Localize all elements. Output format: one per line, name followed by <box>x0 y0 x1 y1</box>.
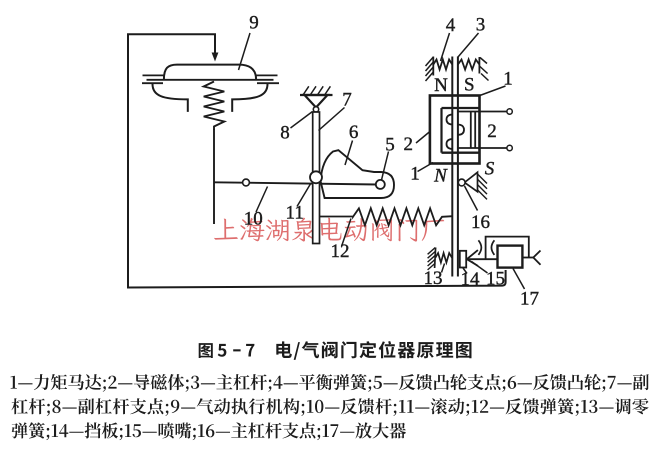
svg-text:16: 16 <box>471 212 490 233</box>
svg-text:S: S <box>485 159 495 180</box>
svg-text:2: 2 <box>487 121 497 142</box>
svg-text:1: 1 <box>410 164 420 185</box>
svg-text:15: 15 <box>486 269 505 290</box>
svg-text:17: 17 <box>520 289 539 310</box>
svg-text:10: 10 <box>244 208 263 229</box>
svg-text:1: 1 <box>503 69 513 90</box>
svg-text:8: 8 <box>280 122 290 143</box>
svg-text:12: 12 <box>331 241 350 262</box>
svg-text:2: 2 <box>403 134 413 155</box>
svg-text:N: N <box>434 75 448 96</box>
svg-text:9: 9 <box>249 12 259 33</box>
svg-text:11: 11 <box>286 202 304 223</box>
svg-text:7: 7 <box>342 90 352 111</box>
svg-text:5: 5 <box>385 135 395 156</box>
svg-text:13: 13 <box>424 268 443 289</box>
svg-text:14: 14 <box>461 269 481 290</box>
svg-text:N: N <box>433 166 448 187</box>
svg-text:6: 6 <box>349 122 359 143</box>
svg-text:3: 3 <box>476 15 486 36</box>
svg-text:4: 4 <box>446 15 456 36</box>
svg-text:S: S <box>464 75 475 96</box>
